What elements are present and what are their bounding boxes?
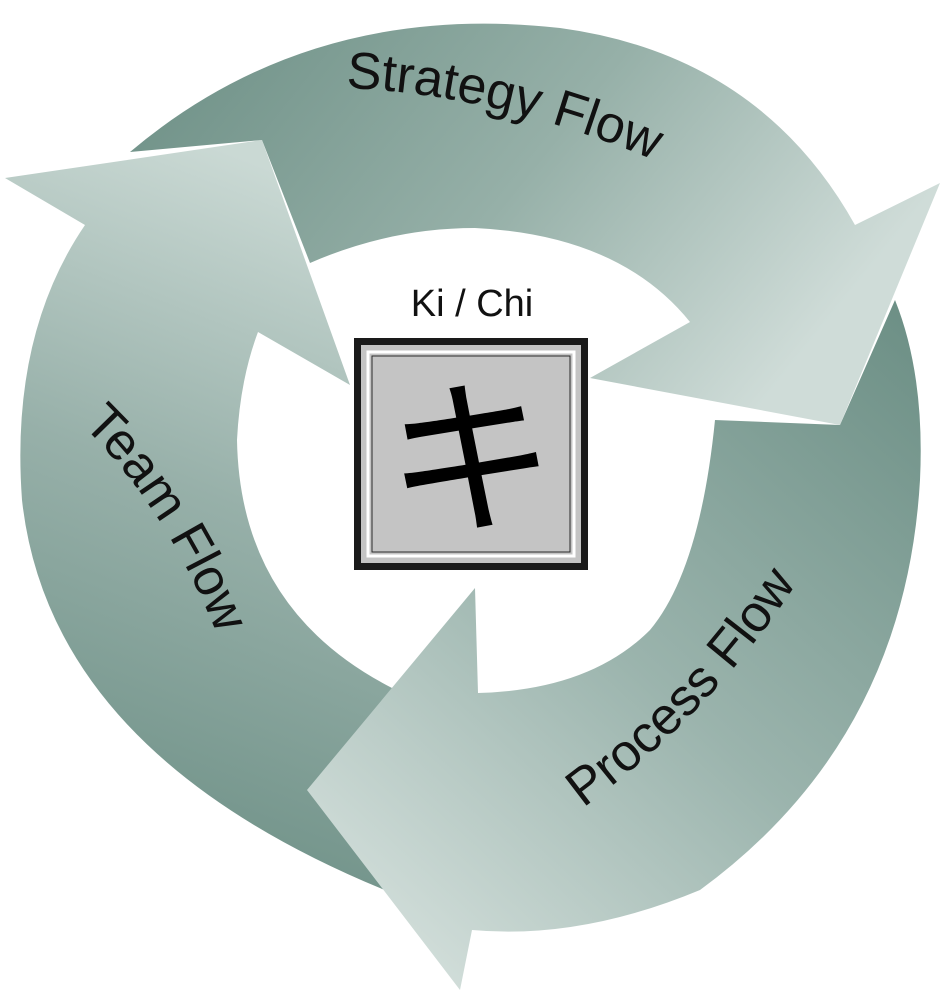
frame-inner-rule-dark bbox=[371, 355, 571, 553]
ki-kanji-glyph: キ bbox=[386, 363, 556, 561]
frame-inner-rule bbox=[366, 350, 576, 558]
team-flow-arrow bbox=[5, 140, 392, 893]
center-title: Ki / Chi bbox=[411, 283, 533, 325]
strategy-flow-arrow bbox=[130, 23, 940, 426]
process-flow-arrow bbox=[307, 300, 921, 990]
frame-mat bbox=[361, 345, 581, 563]
kanji-frame: キ bbox=[354, 338, 588, 570]
